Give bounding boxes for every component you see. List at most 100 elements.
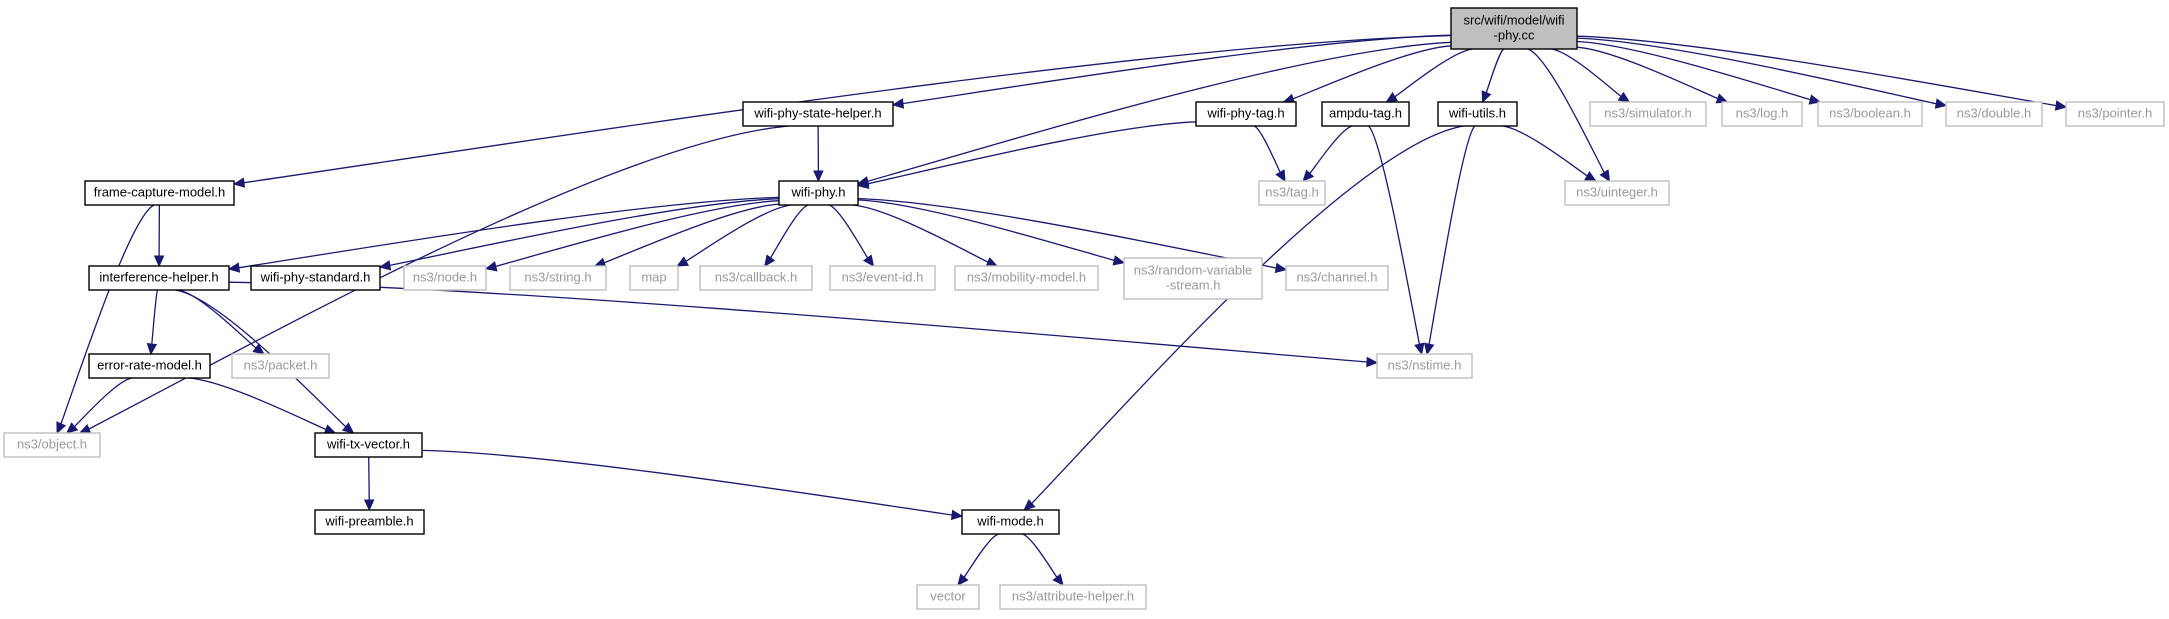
edge-wifi-phy-to-ns3-callback <box>770 204 809 259</box>
arrowhead-frame-capture-model-to-ns3-object <box>56 421 67 435</box>
node-ns3-simulator: ns3/simulator.h <box>1589 101 1707 127</box>
node-label-ns3-channel: ns3/channel.h <box>1297 270 1378 285</box>
node-box-ns3-double <box>1945 101 2043 127</box>
arrowhead-wifi-phy-to-ns3-callback <box>764 254 776 267</box>
node-ns3-boolean: ns3/boolean.h <box>1817 101 1923 127</box>
edge-wifi-mode-to-ns3-attribute-helper <box>1022 533 1058 578</box>
edge-error-rate-model-to-wifi-tx-vector <box>188 377 327 431</box>
node-wifi-utils[interactable]: wifi-utils.h <box>1437 101 1518 127</box>
node-root[interactable]: src/wifi/model/wifi-phy.cc <box>1450 7 1578 50</box>
node-box-frame-capture-model <box>84 180 235 206</box>
edge-wifi-mode-to-vector <box>963 533 999 578</box>
node-wifi-mode[interactable]: wifi-mode.h <box>961 509 1060 535</box>
arrowhead-interference-helper-to-ns3-nstime <box>1366 356 1379 368</box>
node-label-map: map <box>641 270 666 285</box>
node-ns3-channel: ns3/channel.h <box>1285 265 1389 291</box>
node-label-wifi-phy-standard: wifi-phy-standard.h <box>260 270 371 285</box>
arrowhead-root-to-ns3-uinteger <box>1599 169 1611 183</box>
node-label-ns3-mobility-model: ns3/mobility-model.h <box>967 270 1086 285</box>
arrowhead-wifi-tx-vector-to-wifi-preamble <box>363 499 375 512</box>
edge-frame-capture-model-to-ns3-object <box>60 204 155 425</box>
edge-root-to-ns3-simulator <box>1551 48 1622 97</box>
node-label-wifi-mode: wifi-mode.h <box>976 514 1043 529</box>
node-ns3-event-id: ns3/event-id.h <box>829 265 936 291</box>
node-ns3-packet: ns3/packet.h <box>231 353 330 379</box>
arrowhead-ampdu-tag-to-ns3-tag <box>1302 169 1315 182</box>
edge-wifi-phy-to-interference-helper <box>238 196 780 269</box>
node-box-map <box>629 265 679 291</box>
node-label-wifi-utils: wifi-utils.h <box>1448 106 1506 121</box>
arrowhead-root-to-frame-capture-model <box>232 177 246 188</box>
arrowhead-wifi-mode-to-ns3-attribute-helper <box>1052 573 1064 586</box>
node-box-ns3-callback <box>699 265 813 291</box>
node-label-ns3-tag: ns3/tag.h <box>1265 185 1319 200</box>
node-vector: vector <box>916 584 980 610</box>
node-box-vector <box>916 584 980 610</box>
edge-wifi-phy-tag-to-wifi-phy <box>867 121 1197 185</box>
node-ns3-object: ns3/object.h <box>3 432 101 458</box>
node-label-ns3-random-variable-stream-line-1: ns3/random-variable <box>1134 263 1253 278</box>
edge-interference-helper-to-error-rate-model <box>151 289 159 345</box>
node-box-ns3-boolean <box>1817 101 1923 127</box>
node-error-rate-model[interactable]: error-rate-model.h <box>88 353 211 379</box>
edge-wifi-utils-to-ns3-uinteger <box>1502 125 1588 177</box>
node-box-ns3-log <box>1721 101 1803 127</box>
node-label-wifi-preamble: wifi-preamble.h <box>324 514 413 529</box>
arrowhead-wifi-phy-to-ns3-event-id <box>862 254 875 267</box>
node-box-ns3-attribute-helper <box>999 584 1147 610</box>
node-label-root-line-2: -phy.cc <box>1494 28 1535 43</box>
edge-wifi-utils-to-ns3-nstime <box>1428 125 1476 345</box>
arrowhead-frame-capture-model-to-interference-helper <box>153 255 165 268</box>
arrowhead-wifi-phy-to-ns3-mobility-model <box>985 257 999 267</box>
node-box-ns3-pointer <box>2065 101 2165 127</box>
node-interference-helper[interactable]: interference-helper.h <box>88 265 230 291</box>
node-box-ns3-simulator <box>1589 101 1707 127</box>
node-ampdu-tag[interactable]: ampdu-tag.h <box>1321 101 1410 127</box>
arrowhead-interference-helper-to-error-rate-model <box>146 343 158 356</box>
node-frame-capture-model[interactable]: frame-capture-model.h <box>84 180 235 206</box>
node-box-ns3-mobility-model <box>954 265 1099 291</box>
node-wifi-phy-tag[interactable]: wifi-phy-tag.h <box>1195 101 1297 127</box>
node-label-wifi-phy-tag: wifi-phy-tag.h <box>1206 106 1284 121</box>
node-label-ns3-callback: ns3/callback.h <box>715 270 797 285</box>
arrowhead-wifi-phy-to-wifi-phy-standard <box>378 260 392 271</box>
node-box-ns3-object <box>3 432 101 458</box>
node-box-wifi-phy-state-helper <box>742 101 894 127</box>
edge-wifi-phy-to-ns3-random-variable-stream <box>857 199 1115 262</box>
node-ns3-pointer: ns3/pointer.h <box>2065 101 2165 127</box>
node-box-ns3-random-variable-stream <box>1123 257 1263 300</box>
node-ns3-mobility-model: ns3/mobility-model.h <box>954 265 1099 291</box>
arrowhead-wifi-utils-to-ns3-uinteger <box>1584 171 1597 182</box>
arrowhead-wifi-utils-to-ns3-nstime <box>1424 342 1435 356</box>
node-wifi-tx-vector[interactable]: wifi-tx-vector.h <box>314 432 423 458</box>
edge-root-to-wifi-phy-tag <box>1292 45 1452 100</box>
arrowhead-wifi-phy-to-ns3-channel <box>1274 262 1288 274</box>
edge-wifi-phy-to-ns3-event-id <box>828 204 869 259</box>
node-box-ns3-nstime <box>1376 353 1473 379</box>
edge-wifi-phy-tag-to-ns3-tag <box>1253 125 1281 173</box>
node-box-wifi-phy-standard <box>250 265 381 291</box>
node-label-ns3-double: ns3/double.h <box>1957 106 2031 121</box>
arrowhead-wifi-utils-to-wifi-mode <box>1023 499 1036 511</box>
arrowhead-wifi-phy-state-helper-to-wifi-phy <box>813 170 824 183</box>
node-label-ns3-node: ns3/node.h <box>413 270 477 285</box>
edge-ampdu-tag-to-ns3-tag <box>1309 125 1353 174</box>
node-label-ns3-uinteger: ns3/uinteger.h <box>1576 185 1658 200</box>
arrowhead-wifi-mode-to-vector <box>957 573 969 586</box>
node-wifi-preamble[interactable]: wifi-preamble.h <box>314 509 425 535</box>
node-label-ns3-string: ns3/string.h <box>524 270 591 285</box>
arrowhead-interference-helper-to-wifi-tx-vector <box>341 422 355 434</box>
node-wifi-phy-state-helper[interactable]: wifi-phy-state-helper.h <box>742 101 894 127</box>
node-label-wifi-tx-vector: wifi-tx-vector.h <box>326 437 410 452</box>
edge-wifi-tx-vector-to-wifi-preamble <box>368 456 370 501</box>
node-box-ns3-string <box>509 265 607 291</box>
node-box-interference-helper <box>88 265 230 291</box>
node-ns3-double: ns3/double.h <box>1945 101 2043 127</box>
edge-wifi-phy-to-ns3-node <box>495 200 780 268</box>
node-wifi-phy[interactable]: wifi-phy.h <box>778 180 859 206</box>
arrowhead-wifi-phy-to-ns3-random-variable-stream <box>1112 255 1126 266</box>
node-box-ns3-uinteger <box>1564 180 1670 206</box>
node-layer: src/wifi/model/wifi-phy.cc wifi-phy-state… <box>3 7 2165 610</box>
edge-interference-helper-to-ns3-packet <box>178 289 257 349</box>
node-wifi-phy-standard[interactable]: wifi-phy-standard.h <box>250 265 381 291</box>
